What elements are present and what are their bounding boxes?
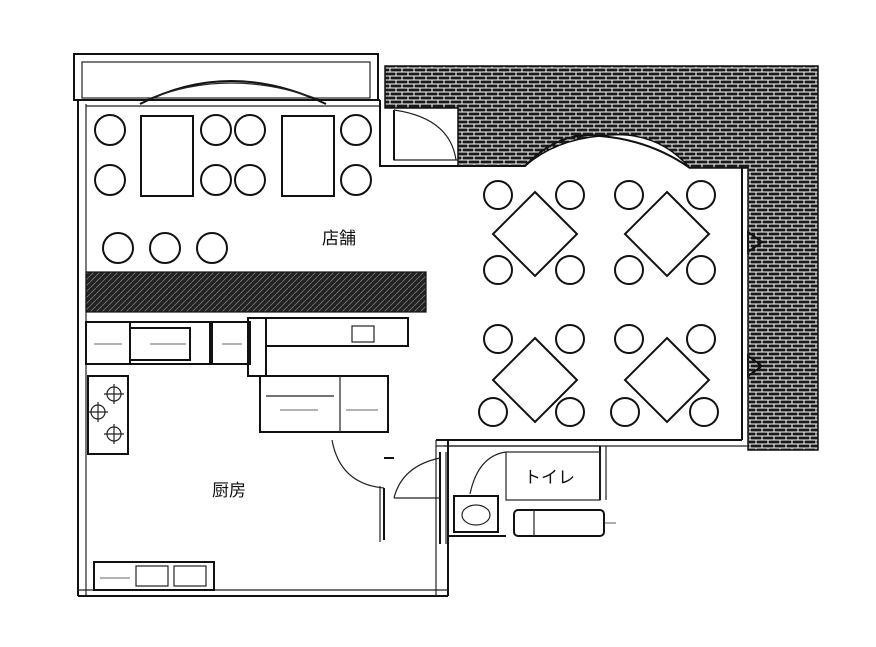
stool [686,324,716,354]
kitchen-door [331,439,394,542]
toilet-bowl [513,509,605,537]
island-body [259,375,389,433]
entrance-frame [379,100,458,167]
stool [102,232,134,264]
stool [340,164,372,196]
bay-window-inner [81,61,371,99]
hand-basin [453,495,499,533]
gas-range [87,375,129,455]
stool [686,180,716,210]
stool [200,114,232,146]
room-label-kitchen: 厨房 [212,481,246,501]
stool [555,324,585,354]
stool [686,255,716,285]
stool [340,114,372,146]
stool [94,114,126,146]
table-group [483,180,585,285]
stool [234,114,266,146]
range-body [87,375,129,455]
stool [94,164,126,196]
stool [483,324,513,354]
stool [555,397,585,427]
stool [483,180,513,210]
stool [614,255,644,285]
table-diamond [623,336,711,424]
stool [614,324,644,354]
diamond-tables [478,180,719,427]
stool [483,255,513,285]
brick-terrace [384,65,819,451]
burner [104,424,124,444]
room-label-shop: 店舗 [322,229,356,249]
stool [610,397,640,427]
stool [478,397,508,427]
room-label-toilet: トイレ [524,468,575,488]
stool [555,180,585,210]
table-group [614,180,716,285]
kitchen-bottom-counter [93,561,215,591]
table-diamond [623,190,711,278]
burner [88,402,108,422]
stool [689,397,719,427]
counter-unit [211,321,251,365]
stool [614,180,644,210]
kitchen-counter-row [85,317,409,377]
table-diamond [491,336,579,424]
stool [555,255,585,285]
bay-window-arch-inner [145,82,321,101]
table-group [610,324,719,427]
service-counter [265,317,409,347]
stool [200,164,232,196]
counter-unit [129,327,191,361]
table-group [478,324,585,427]
entrance-frame-inner [393,110,458,161]
shop-seating [94,114,372,264]
small-sink [351,325,375,343]
entrance-door-swing [393,109,457,161]
burner [104,384,124,404]
sink [173,565,207,587]
table-rect [140,115,194,197]
counter-unit [85,321,131,365]
terrace-arch [458,134,691,169]
toilet-area [393,439,616,544]
bay-window-box [73,53,379,101]
kitchen-island [259,375,389,433]
table-diamond [491,190,579,278]
stool [234,164,266,196]
toilet-room-box [505,451,601,501]
sink [135,565,169,587]
stool [149,232,181,264]
table-rect [281,115,335,197]
bar-counter [85,271,427,313]
stool [196,232,228,264]
counter-unit [93,561,215,591]
